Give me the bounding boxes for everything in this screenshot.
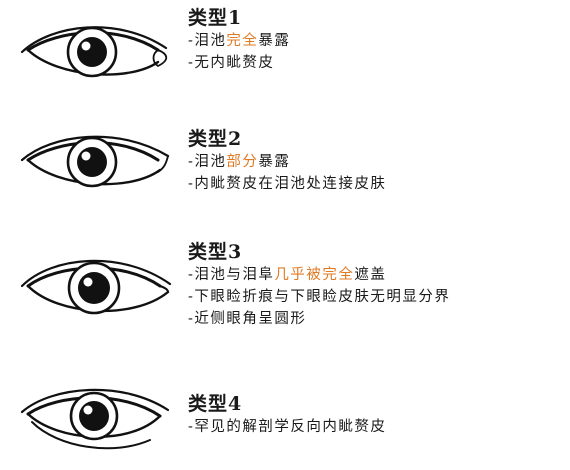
- highlight-text: 部分: [226, 154, 259, 170]
- highlight-text: 几乎被完全: [274, 267, 355, 283]
- desc-text: -无内眦赘皮: [188, 55, 275, 71]
- type-1-text: 类型1 -泪池完全暴露 -无内眦赘皮: [188, 6, 290, 74]
- desc-text: 暴露: [258, 154, 291, 170]
- desc-text: -内眦赘皮在泪池处连接皮肤: [188, 176, 387, 192]
- desc-text: -泪池与泪阜: [188, 267, 275, 283]
- type-3-title: 类型3: [188, 241, 243, 263]
- type-2-desc-1: -泪池部分暴露: [188, 151, 386, 173]
- type-2-eye-illustration: [18, 122, 178, 196]
- desc-text: -罕见的解剖学反向内眦赘皮: [188, 419, 387, 435]
- type-2-desc-2: -内眦赘皮在泪池处连接皮肤: [188, 173, 386, 195]
- type-1-title: 类型1: [188, 7, 243, 29]
- type-3-desc-3: -近侧眼角呈圆形: [188, 308, 450, 330]
- desc-text: -下眼睑折痕与下眼睑皮肤无明显分界: [188, 289, 451, 305]
- desc-text: -泪池: [188, 33, 227, 49]
- type-1-desc-1: -泪池完全暴露: [188, 30, 290, 52]
- type-1-desc-2: -无内眦赘皮: [188, 52, 290, 74]
- type-3-desc-2: -下眼睑折痕与下眼睑皮肤无明显分界: [188, 286, 450, 308]
- type-1-eye-illustration: [18, 12, 178, 86]
- desc-text: -泪池: [188, 154, 227, 170]
- desc-text: -近侧眼角呈圆形: [188, 311, 307, 327]
- type-4-title: 类型4: [188, 393, 243, 415]
- type-4-desc-1: -罕见的解剖学反向内眦赘皮: [188, 416, 386, 438]
- highlight-text: 完全: [226, 33, 259, 49]
- desc-text: 暴露: [258, 33, 291, 49]
- type-3-text: 类型3 -泪池与泪阜几乎被完全遮盖 -下眼睑折痕与下眼睑皮肤无明显分界 -近侧眼…: [188, 240, 450, 330]
- type-3-eye-illustration: [18, 246, 178, 326]
- type-4-text: 类型4 -罕见的解剖学反向内眦赘皮: [188, 392, 386, 438]
- type-2-text: 类型2 -泪池部分暴露 -内眦赘皮在泪池处连接皮肤: [188, 127, 386, 195]
- desc-text: 遮盖: [354, 267, 387, 283]
- type-4-eye-illustration: [18, 376, 178, 454]
- type-2-title: 类型2: [188, 128, 243, 150]
- type-3-desc-1: -泪池与泪阜几乎被完全遮盖: [188, 264, 450, 286]
